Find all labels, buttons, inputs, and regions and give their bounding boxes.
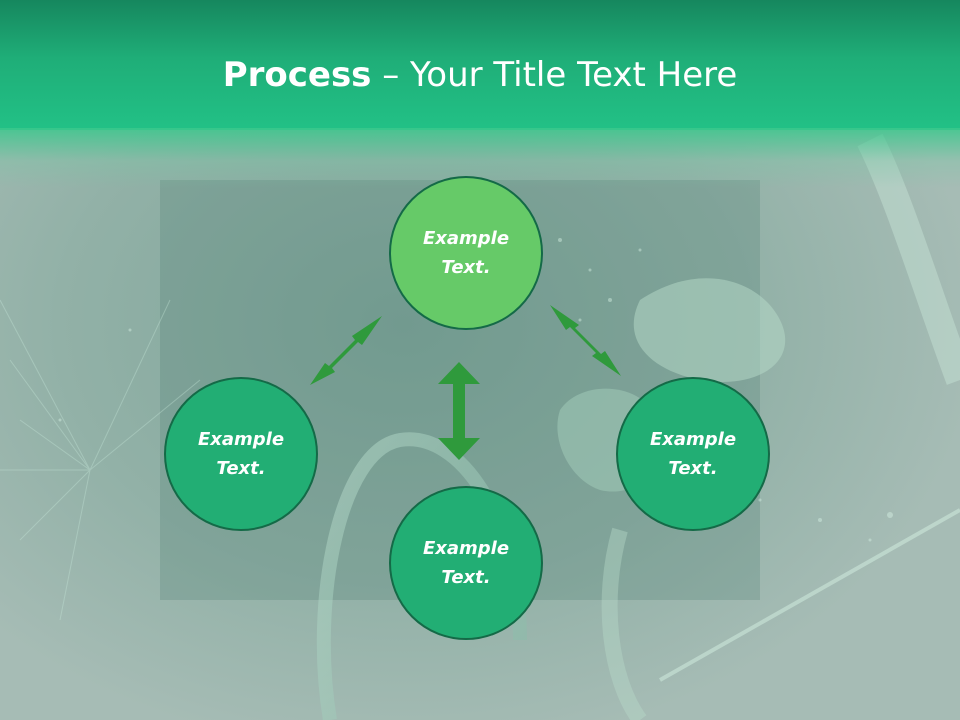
process-node-left-text: Example Text. <box>197 429 285 479</box>
process-node-right[interactable]: Example Text. <box>616 377 770 531</box>
process-node-bottom-text: Example Text. <box>422 538 510 588</box>
title-rest: – Your Title Text Here <box>371 55 738 95</box>
process-node-top-text: Example Text. <box>422 228 510 278</box>
process-node-top[interactable]: Example Text. <box>389 176 543 330</box>
title-bar <box>0 0 960 130</box>
title-bold-part: Process <box>222 55 372 95</box>
process-node-right-text: Example Text. <box>649 429 737 479</box>
slide-title[interactable]: Process – Your Title Text Here <box>0 52 960 98</box>
process-node-left[interactable]: Example Text. <box>164 377 318 531</box>
process-node-bottom[interactable]: Example Text. <box>389 486 543 640</box>
